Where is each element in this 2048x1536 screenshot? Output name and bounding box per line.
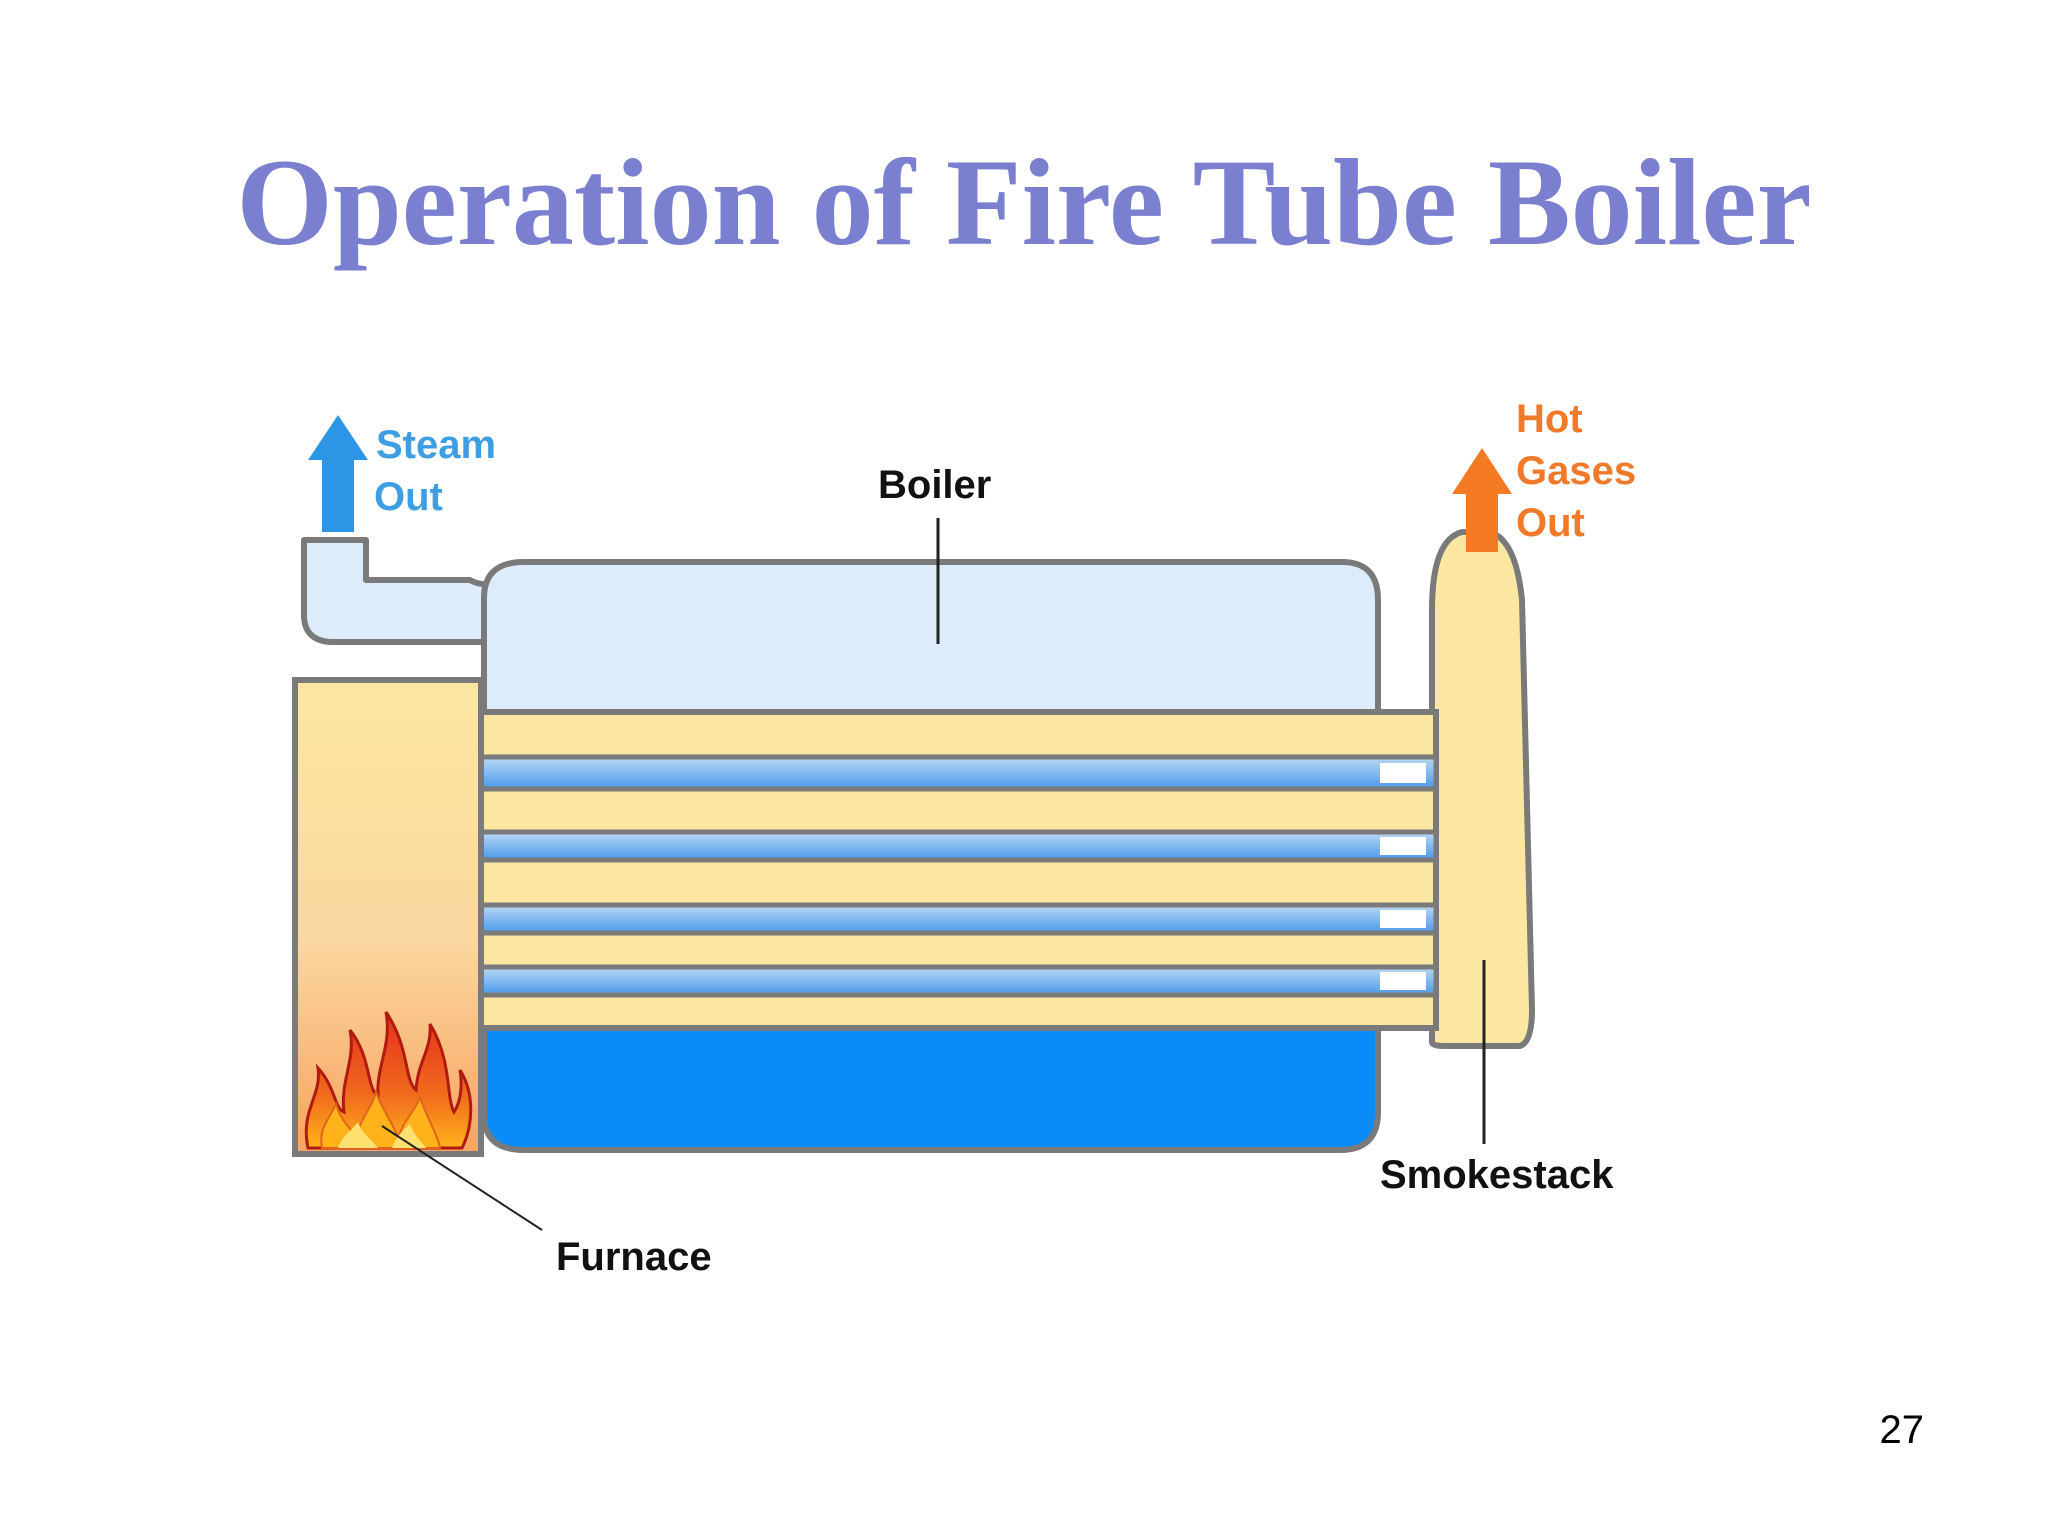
tube-end [1380, 837, 1426, 855]
slide-title: Operation of Fire Tube Boiler [236, 134, 1812, 271]
boiler-shell [481, 559, 1381, 723]
page-number: 27 [1879, 1408, 1925, 1452]
boiler-water [481, 1007, 1381, 1153]
smokestack [1429, 529, 1535, 1049]
up-arrow-icon [1452, 448, 1512, 552]
steam-pipe [301, 537, 499, 645]
water-gap [473, 829, 1439, 863]
water-gap [473, 964, 1439, 998]
steam-out-label: Steam [376, 423, 496, 467]
hot-gases-label: Hot [1516, 397, 1583, 441]
furnace-leader-line [381, 1125, 543, 1231]
boiler-label: Boiler [878, 463, 991, 507]
steam-out-label: Out [374, 475, 443, 519]
hot-gases-label: Gases [1516, 449, 1636, 493]
hot-gases-label: Out [1516, 501, 1585, 545]
flame-icon [304, 1011, 473, 1150]
furnace-label: Furnace [556, 1235, 712, 1279]
up-arrow-icon [308, 415, 368, 532]
water-gap [473, 902, 1439, 936]
water-gap [473, 754, 1439, 792]
tube-end [1380, 763, 1426, 783]
smokestack-label: Smokestack [1380, 1153, 1614, 1197]
tube-end [1380, 972, 1426, 990]
tube-end [1380, 910, 1426, 928]
